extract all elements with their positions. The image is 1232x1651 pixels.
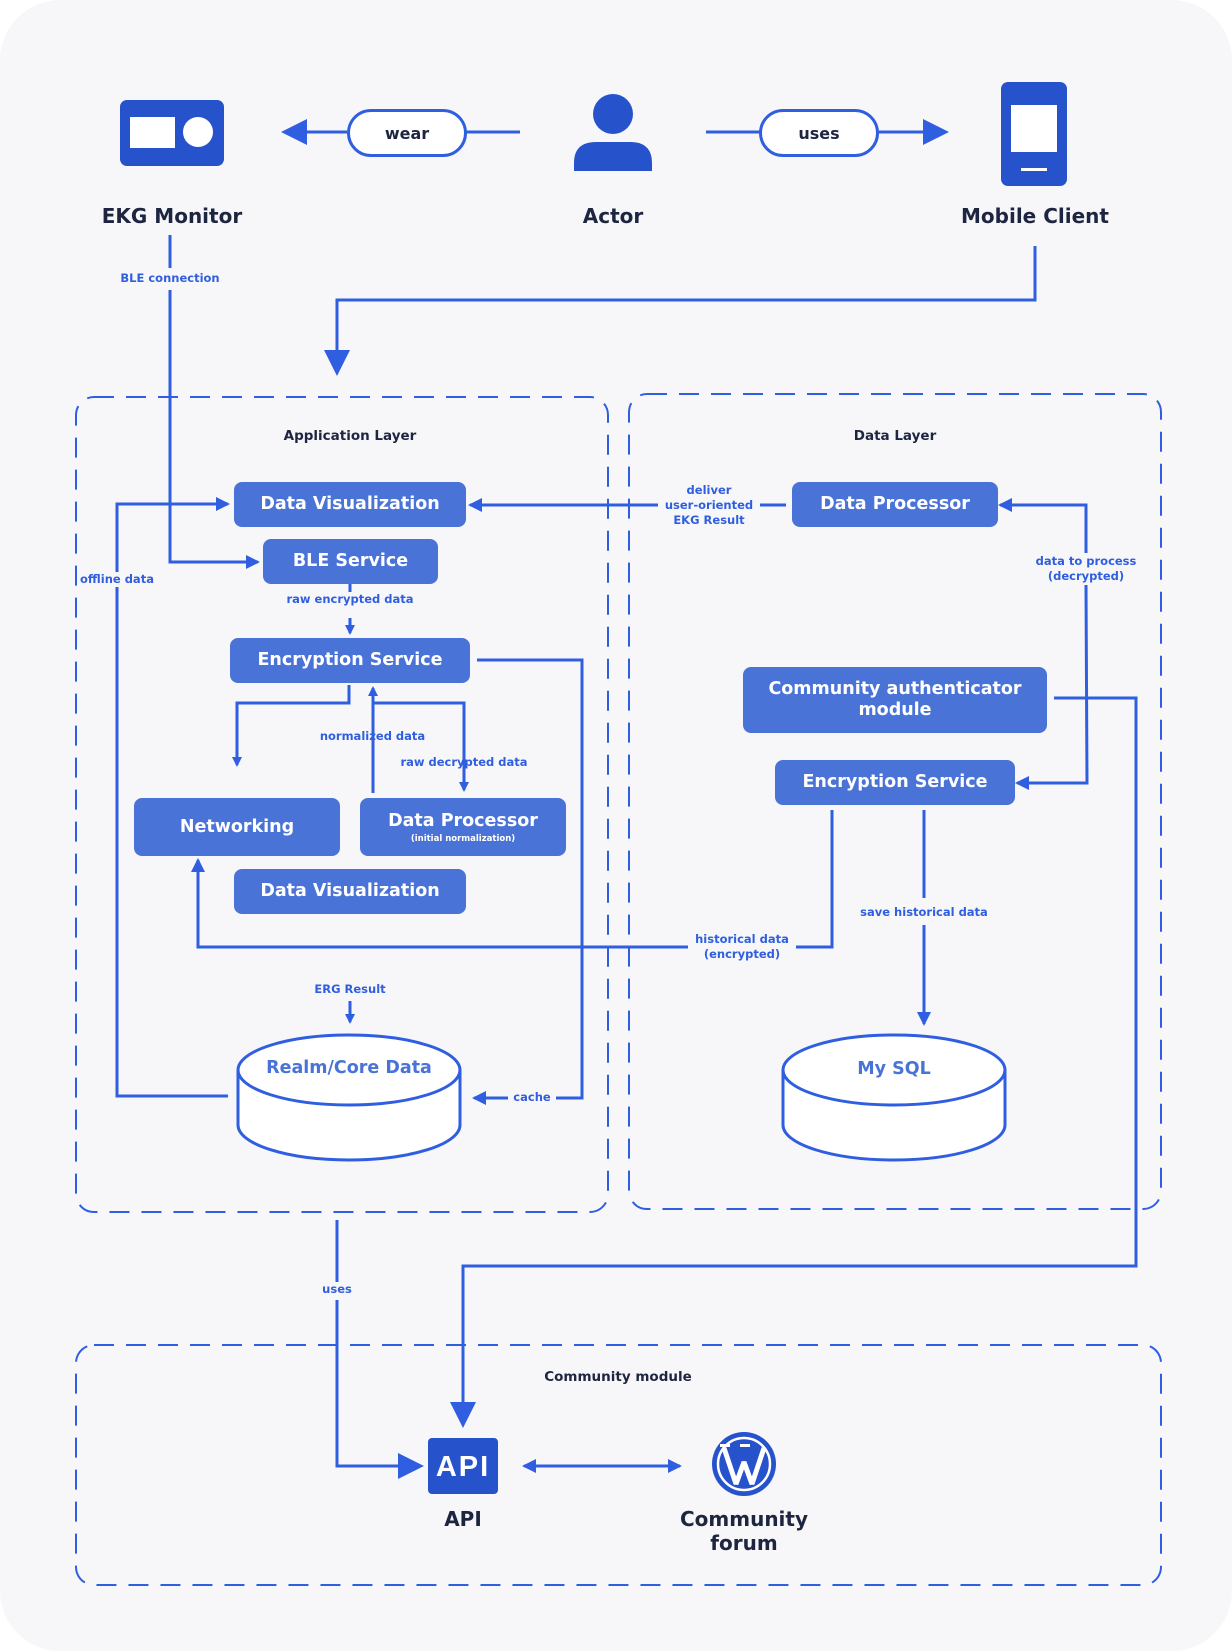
data-visualization-top: Data Visualization	[234, 482, 466, 527]
deliver-label: deliver user-oriented EKG Result	[658, 483, 760, 528]
application-layer-box	[75, 396, 609, 1213]
api-icon: API	[428, 1438, 498, 1494]
community-authenticator-module: Community authenticator module	[743, 667, 1047, 733]
community-module-box	[75, 1344, 1162, 1586]
ekg-monitor-label: EKG Monitor	[101, 204, 243, 228]
networking-box: Networking	[134, 798, 340, 856]
encryption-service-app: Encryption Service	[230, 638, 470, 683]
community-forum-label: Community forum	[679, 1507, 809, 1555]
data-layer-box	[628, 393, 1162, 1210]
raw-decrypted-label: raw decrypted data	[400, 755, 528, 769]
wordpress-icon	[712, 1432, 776, 1496]
data-visualization-bottom: Data Visualization	[234, 869, 466, 914]
realm-core-data-label: Realm/Core Data	[266, 1058, 432, 1078]
normalized-data-label: normalized data	[319, 729, 426, 743]
application-layer-title: Application Layer	[283, 428, 417, 444]
encryption-service-data: Encryption Service	[775, 760, 1015, 805]
ble-connection-label: BLE connection	[110, 271, 230, 286]
mysql-label: My SQL	[857, 1059, 931, 1079]
raw-encrypted-label: raw encrypted data	[275, 592, 425, 607]
api-label: API	[444, 1507, 482, 1531]
ekg-monitor-icon	[120, 100, 224, 166]
uses-label: uses	[798, 123, 840, 143]
uses-pill: uses	[759, 109, 879, 157]
mobile-client-icon	[1001, 82, 1067, 186]
data-layer-title: Data Layer	[853, 428, 937, 444]
offline-data-label: offline data	[80, 572, 154, 587]
historical-data-label: historical data (encrypted)	[688, 932, 796, 962]
ble-service: BLE Service	[263, 539, 438, 584]
uses-bottom-label: uses	[317, 1282, 357, 1297]
mobile-client-label: Mobile Client	[961, 204, 1109, 228]
cache-label: cache	[508, 1090, 556, 1105]
erg-result-label: ERG Result	[300, 982, 400, 997]
data-to-process-label: data to process (decrypted)	[1030, 554, 1142, 584]
community-module-title: Community module	[544, 1369, 692, 1385]
wear-label: wear	[384, 123, 430, 143]
data-processor-data: Data Processor	[792, 482, 998, 527]
data-processor-app: Data Processor (initial normalization)	[360, 798, 566, 856]
svg-text:API: API	[436, 1451, 490, 1483]
actor-label: Actor	[582, 204, 644, 228]
actor-icon	[574, 94, 652, 171]
wear-pill: wear	[347, 109, 467, 157]
save-historical-label: save historical data	[858, 905, 990, 920]
